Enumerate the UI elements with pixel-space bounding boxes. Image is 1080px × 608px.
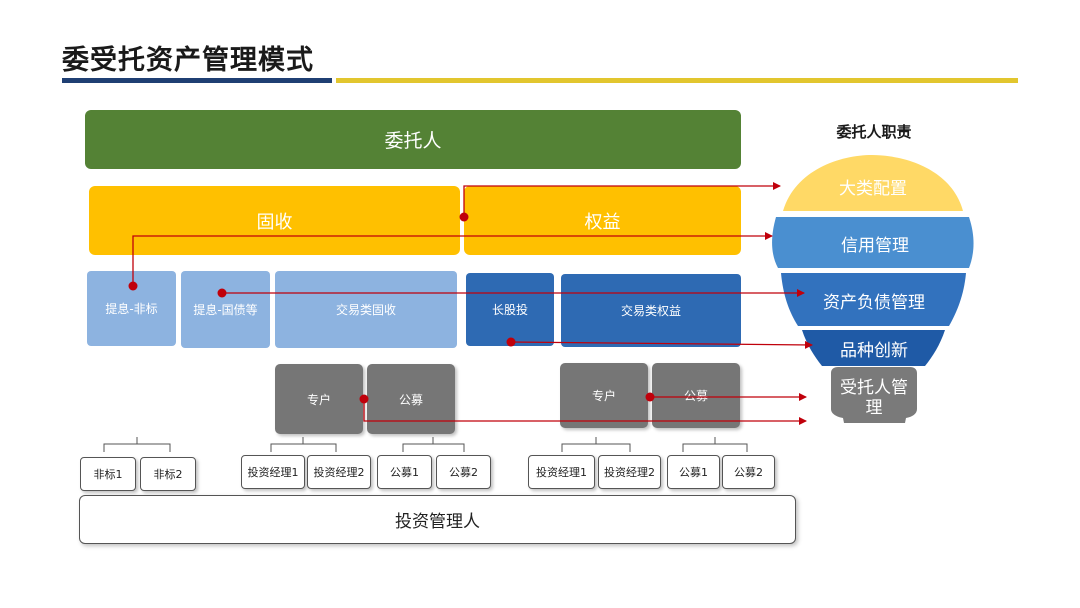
bulb-band-credit bbox=[772, 217, 974, 268]
title-underline-yellow bbox=[336, 78, 1018, 83]
category-long-equity: 长股投 bbox=[466, 273, 554, 346]
category-treasury: 提息-国债等 bbox=[181, 271, 270, 348]
leaf-fund-2b: 公募2 bbox=[722, 455, 775, 489]
duties-bulb bbox=[772, 155, 974, 423]
leaf-manager-1a: 投资经理1 bbox=[241, 455, 305, 489]
vehicle-left-public: 公募 bbox=[367, 364, 455, 434]
fixed-income-box: 固收 bbox=[89, 186, 460, 255]
arrow-to-credit bbox=[132, 232, 773, 286]
consignor-box: 委托人 bbox=[85, 110, 741, 169]
node-dot bbox=[506, 337, 516, 347]
leaf-manager-2b: 投资经理2 bbox=[598, 455, 661, 489]
bulb-band-asset-allocation bbox=[783, 155, 963, 211]
bulb-band-alm bbox=[781, 273, 966, 326]
leaf-fund-1a: 公募1 bbox=[377, 455, 432, 489]
bulb-band-innovation bbox=[802, 330, 945, 366]
duties-title: 委托人职责 bbox=[836, 123, 912, 141]
leaf-fund-2a: 公募2 bbox=[436, 455, 491, 489]
node-dot bbox=[645, 392, 655, 402]
leaf-nonstandard-1: 非标1 bbox=[80, 457, 136, 491]
node-dot bbox=[359, 394, 369, 404]
vehicle-right-special: 专户 bbox=[560, 363, 648, 428]
tree-brackets bbox=[103, 437, 748, 452]
investment-manager-base: 投资管理人 bbox=[79, 495, 796, 544]
node-dot bbox=[217, 288, 227, 298]
arrow-to-asset-allocation bbox=[463, 182, 781, 217]
equity-box: 权益 bbox=[464, 186, 741, 255]
leaf-nonstandard-2: 非标2 bbox=[140, 457, 196, 491]
leaf-manager-2a: 投资经理2 bbox=[307, 455, 371, 489]
title-underline-navy bbox=[62, 78, 332, 83]
node-dot bbox=[459, 212, 469, 222]
vehicle-right-public: 公募 bbox=[652, 363, 740, 428]
arrow-to-innovation bbox=[510, 340, 813, 349]
category-trading-fixed: 交易类固收 bbox=[275, 271, 457, 348]
leaf-fund-1b: 公募1 bbox=[667, 455, 720, 489]
arrow-to-trustee-2 bbox=[363, 399, 807, 425]
bulb-band-trustee bbox=[831, 367, 917, 423]
leaf-manager-1b: 投资经理1 bbox=[528, 455, 595, 489]
vehicle-left-special: 专户 bbox=[275, 364, 363, 434]
page-title: 委受托资产管理模式 bbox=[62, 45, 314, 76]
node-dot bbox=[128, 281, 138, 291]
category-trading-equity: 交易类权益 bbox=[561, 274, 741, 347]
